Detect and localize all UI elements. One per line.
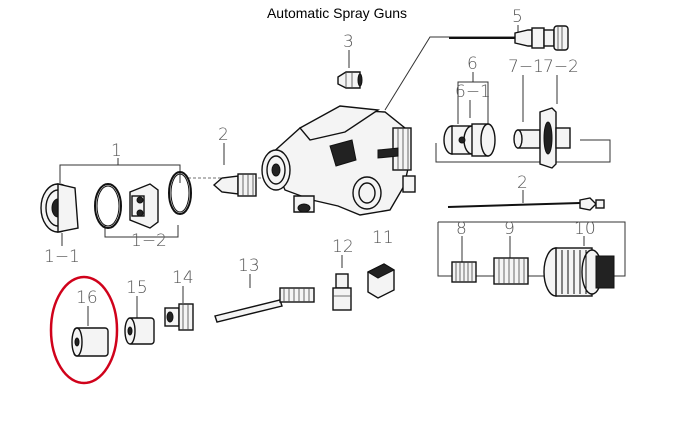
part-2-needle: [447, 197, 605, 211]
part-13-cleaning-brush: [214, 287, 315, 323]
part-16-bushing: [71, 327, 109, 357]
part-9-spring: [493, 257, 529, 285]
part-10-adjusting-knob: [543, 247, 615, 297]
part-2-fluid-tip: [212, 173, 257, 197]
label-part-14: 14: [172, 268, 194, 288]
label-part-1-1: 1−1: [44, 247, 80, 267]
label-part-11: 11: [372, 228, 394, 248]
label-part-5: 5: [512, 7, 523, 27]
label-part-6-1: 6−1: [455, 82, 491, 102]
label-part-1-2: 1−2: [131, 231, 167, 251]
leader-lines: [59, 25, 626, 326]
gun-body: [261, 105, 416, 216]
label-part-15: 15: [126, 278, 148, 298]
label-part-2-needle: 2: [517, 173, 528, 193]
part-11-block: [366, 263, 396, 299]
label-part-3: 3: [343, 32, 354, 52]
label-part-13: 13: [238, 256, 260, 276]
label-part-16: 16: [76, 288, 98, 308]
part-12-plug: [332, 273, 352, 311]
label-part-7-2: 7−2: [543, 57, 579, 77]
part-6-piston-assembly: [443, 123, 496, 157]
label-part-2-tip: 2: [218, 125, 229, 145]
part-7-1-diaphragm: [513, 129, 541, 149]
part-14-air-nipple: [164, 303, 194, 331]
part-labels: 1 1−1 1−2 2 3 5 6 6−1 7−1 7−2 2 8 9 10 1…: [44, 7, 596, 308]
part-1-o-ring: [168, 171, 192, 215]
part-15-bushing: [124, 317, 155, 345]
label-part-7-1: 7−1: [508, 57, 544, 77]
label-part-8: 8: [456, 219, 467, 239]
part-7-2-cover: [539, 107, 571, 169]
part-1-2-fluid-nozzle: [129, 183, 159, 229]
part-8-spring: [451, 261, 477, 283]
label-part-6: 6: [467, 54, 478, 74]
part-5-needle-assembly: [449, 25, 569, 51]
label-part-9: 9: [504, 219, 515, 239]
label-part-12: 12: [332, 237, 354, 257]
label-part-10: 10: [574, 219, 596, 239]
part-1-1-air-cap: [40, 183, 79, 233]
highlight-circle-part-16: [49, 275, 119, 385]
diagram-title: Automatic Spray Guns: [266, 5, 408, 21]
part-1-seal-ring: [94, 183, 122, 229]
part-3-fitting: [337, 71, 363, 89]
label-part-1: 1: [111, 141, 122, 161]
